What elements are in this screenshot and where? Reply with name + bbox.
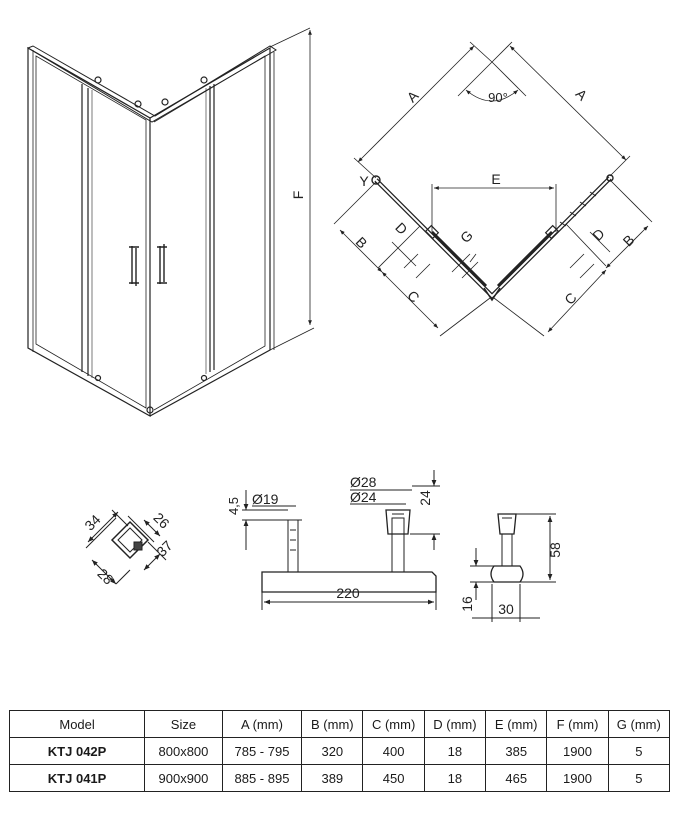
cell-d: 18	[423, 737, 487, 765]
dim-F	[269, 27, 315, 351]
cell-d: 18	[423, 764, 487, 792]
label-16: 16	[459, 596, 475, 612]
label-D-right: D	[589, 225, 607, 243]
label-d24: Ø24	[350, 489, 377, 505]
header-c: C (mm)	[362, 710, 425, 738]
label-30: 30	[498, 601, 514, 617]
label-d28: Ø28	[350, 474, 377, 490]
label-37: 37	[153, 537, 175, 559]
label-d19: Ø19	[252, 491, 279, 507]
cell-c: 400	[362, 737, 425, 765]
technical-drawing: F	[26, 27, 653, 622]
profile-section	[85, 509, 167, 585]
label-4-5: 4,5	[226, 497, 241, 515]
header-model: Model	[8, 710, 146, 738]
plan-view	[371, 174, 614, 302]
label-A-right: A	[573, 86, 591, 104]
plan-dimensions	[333, 41, 653, 337]
cell-g: 5	[607, 737, 671, 765]
label-E: E	[491, 171, 500, 187]
label-24: 24	[417, 490, 433, 506]
header-size: Size	[144, 710, 223, 738]
enclosure-isometric	[26, 45, 277, 418]
label-Y: Y	[359, 173, 369, 189]
specs-table: Model Size A (mm) B (mm) C (mm) D (mm) E…	[8, 710, 671, 792]
cell-e: 385	[485, 737, 548, 765]
label-C-right: C	[561, 289, 579, 307]
cell-e: 465	[485, 764, 548, 792]
header-d: D (mm)	[423, 710, 487, 738]
cell-model: KTJ 042P	[8, 737, 146, 765]
label-58: 58	[547, 542, 563, 558]
label-angle: 90°	[488, 90, 508, 105]
label-220: 220	[336, 585, 360, 601]
header-b: B (mm)	[301, 710, 364, 738]
header-f: F (mm)	[546, 710, 609, 738]
cell-f: 1900	[546, 764, 609, 792]
label-B-right: B	[620, 232, 638, 250]
cell-g: 5	[607, 764, 671, 792]
handle-front	[242, 470, 440, 610]
cell-f: 1900	[546, 737, 609, 765]
table-row: KTJ 041P 900x900 885 - 895 389 450 18 46…	[8, 764, 671, 792]
label-A-left: A	[404, 87, 422, 105]
header-e: E (mm)	[485, 710, 548, 738]
cell-a: 885 - 895	[221, 764, 303, 792]
cell-model: KTJ 041P	[8, 764, 146, 792]
cell-size: 900x900	[144, 764, 223, 792]
cell-c: 450	[362, 764, 425, 792]
label-D-left: D	[392, 219, 410, 237]
cell-b: 389	[301, 764, 364, 792]
cell-size: 800x800	[144, 737, 223, 765]
handle-side	[470, 513, 556, 622]
label-28: 28	[94, 565, 116, 587]
cell-a: 785 - 795	[221, 737, 303, 765]
label-C-left: C	[404, 287, 422, 305]
table-row: KTJ 042P 800x800 785 - 795 320 400 18 38…	[8, 737, 671, 765]
label-F: F	[290, 191, 306, 200]
header-g: G (mm)	[607, 710, 671, 738]
header-a: A (mm)	[221, 710, 303, 738]
label-26: 26	[150, 509, 172, 531]
cell-b: 320	[301, 737, 364, 765]
label-G: G	[457, 227, 476, 246]
table-header-row: Model Size A (mm) B (mm) C (mm) D (mm) E…	[8, 710, 671, 738]
label-B-left: B	[353, 234, 371, 252]
